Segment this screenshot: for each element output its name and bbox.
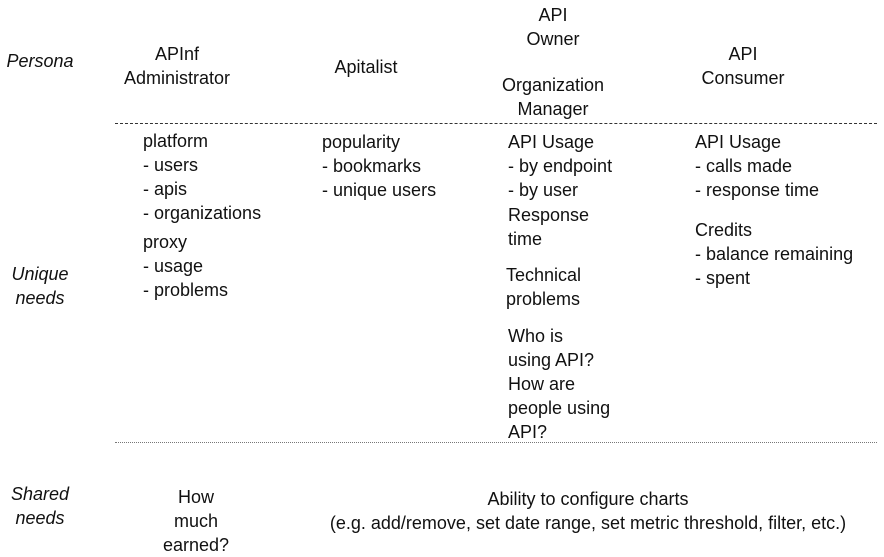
header-divider bbox=[115, 123, 877, 124]
persona-apitalist: Apitalist bbox=[334, 57, 398, 77]
row-label-shared-needs: Shared needs bbox=[10, 484, 70, 528]
apitalist-popularity-needs: popularity - bookmarks - unique users bbox=[322, 132, 437, 200]
admin-shared-need: How much earned? bbox=[162, 487, 230, 555]
shared-chart-configuration-need: Ability to configure charts (e.g. add/re… bbox=[329, 489, 847, 533]
owner-api-usage-needs: API Usage - by endpoint - by user bbox=[508, 132, 613, 200]
owner-who-using-api-needs: Who is using API? How are people using A… bbox=[508, 326, 611, 442]
owner-response-time-needs: Response time bbox=[508, 205, 590, 249]
admin-proxy-needs: proxy - usage - problems bbox=[143, 232, 229, 300]
row-label-persona: Persona bbox=[6, 51, 74, 71]
consumer-credits-needs: Credits - balance remaining - spent bbox=[695, 220, 854, 288]
persona-organization-manager: Organization Manager bbox=[501, 75, 605, 119]
owner-technical-problems-needs: Technical problems bbox=[506, 265, 582, 309]
row-label-unique-needs: Unique needs bbox=[11, 264, 69, 308]
persona-api-owner: API Owner bbox=[526, 5, 580, 49]
unique-needs-divider bbox=[115, 442, 877, 443]
admin-platform-needs: platform - users - apis - organizations bbox=[143, 131, 262, 223]
persona-apinf-administrator: APInf Administrator bbox=[123, 44, 231, 88]
persona-api-consumer: API Consumer bbox=[701, 44, 785, 88]
consumer-api-usage-needs: API Usage - calls made - response time bbox=[695, 132, 820, 200]
